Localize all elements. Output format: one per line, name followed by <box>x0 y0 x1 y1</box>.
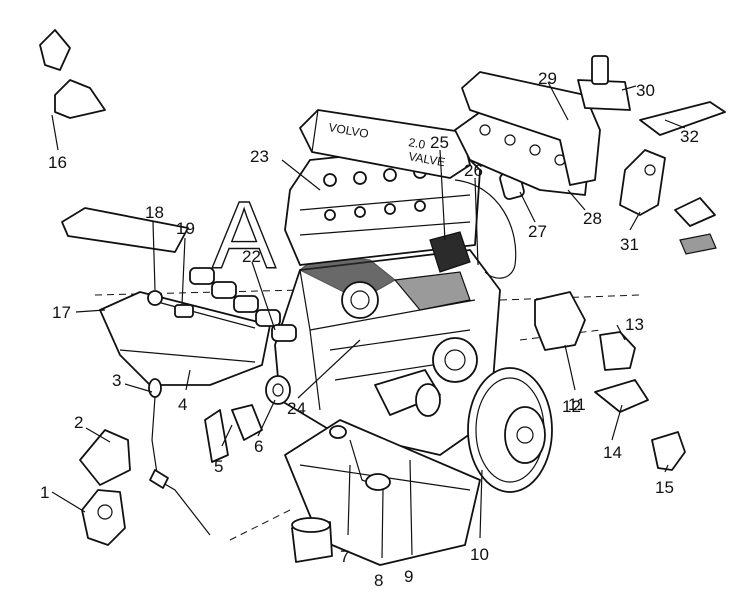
view-marker-a: A <box>212 182 276 289</box>
callout-16: 16 <box>48 153 67 172</box>
heat-shield <box>461 71 601 186</box>
callout-7: 7 <box>340 547 349 566</box>
rubber-mount-14 <box>594 379 649 413</box>
oil-dipstick <box>148 378 211 536</box>
distributor <box>429 179 517 279</box>
leader-lines <box>51 81 686 559</box>
engine-mount-16 <box>39 29 106 119</box>
intake-manifold <box>61 207 271 386</box>
callout-25: 25 <box>430 133 449 152</box>
callout-24: 24 <box>287 399 306 418</box>
cover-sub-text: VALVE <box>407 149 446 169</box>
callout-8: 8 <box>374 571 383 590</box>
callout-22: 22 <box>242 247 261 266</box>
small-mounts-right <box>674 197 717 255</box>
sensor-19 <box>174 304 194 318</box>
engine-block <box>274 249 501 456</box>
cover-variant-text: 2.0 <box>407 135 426 152</box>
callout-13: 13 <box>625 315 644 334</box>
callout-19: 19 <box>176 219 195 238</box>
callout-9: 9 <box>404 567 413 586</box>
callout-15: 15 <box>655 478 674 497</box>
pulley-6 <box>265 375 291 405</box>
callout-4: 4 <box>178 395 187 414</box>
callout-27: 27 <box>528 222 547 241</box>
callout-17: 17 <box>52 303 71 322</box>
grommet-15 <box>651 431 686 471</box>
ignition-coil <box>534 291 586 351</box>
callout-6: 6 <box>254 437 263 456</box>
callout-3: 3 <box>112 371 121 390</box>
callout-1: 1 <box>40 483 49 502</box>
callout-11: 11 <box>568 395 586 414</box>
callout-30: 30 <box>636 81 655 100</box>
flywheel <box>467 367 553 493</box>
callout-10: 10 <box>470 545 489 564</box>
callout-31: 31 <box>620 235 639 254</box>
valve-cover: VOLVO 2.0 VALVE <box>299 109 471 179</box>
pipe-flange <box>577 55 631 111</box>
callout-32: 32 <box>680 127 699 146</box>
callout-28: 28 <box>583 209 602 228</box>
bracket-32 <box>639 101 726 136</box>
sensor-bracket-5 <box>204 404 263 463</box>
callout-5: 5 <box>214 457 223 476</box>
oil-filter <box>291 517 333 563</box>
callout-labels: 1 2 3 4 5 6 7 8 9 10 11 12 13 14 15 16 1… <box>40 69 699 590</box>
callout-14: 14 <box>603 443 622 462</box>
cover-brand-text: VOLVO <box>327 120 369 141</box>
bracket-31 <box>619 149 666 216</box>
bracket-13 <box>599 331 636 371</box>
callout-2: 2 <box>74 413 83 432</box>
callout-18: 18 <box>145 203 164 222</box>
callout-26: 26 <box>464 161 483 180</box>
callout-12: 12 <box>562 397 581 416</box>
callout-29: 29 <box>538 69 557 88</box>
engine-mount-1-2 <box>79 429 131 546</box>
callout-23: 23 <box>250 147 269 166</box>
